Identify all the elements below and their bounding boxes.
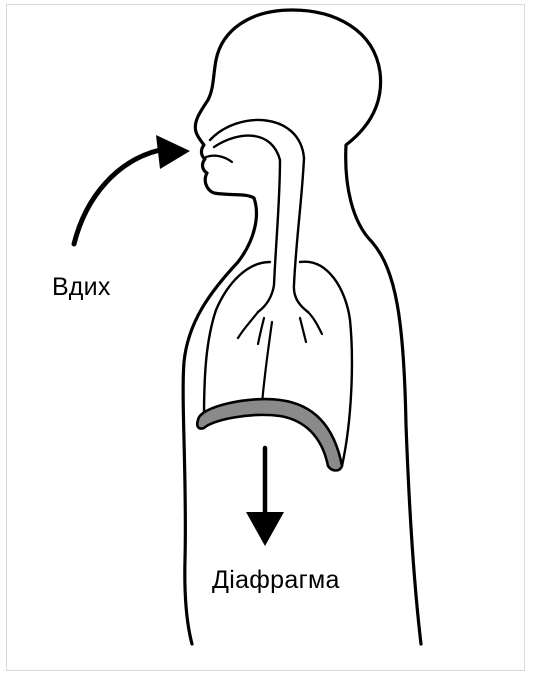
inhale-arrow-shaft: [74, 150, 160, 244]
bronchus-left: [238, 312, 258, 338]
trachea-right: [294, 158, 308, 312]
diaphragm-arrow-head: [246, 512, 284, 546]
oral-airway: [210, 120, 304, 158]
bronchus-left-branch: [258, 318, 264, 344]
lung-divider: [262, 322, 272, 404]
diaphragm-label: Діафрагма: [212, 566, 340, 595]
left-lung: [204, 262, 270, 418]
inhale-arrow-head: [156, 135, 190, 169]
mouth-line: [206, 156, 232, 162]
airway-upper: [214, 136, 280, 160]
bronchus-right-branch: [300, 318, 306, 342]
inhale-label: Вдих: [52, 273, 111, 302]
bronchus-right: [308, 312, 322, 334]
diaphragm: [197, 399, 342, 470]
trachea-left: [258, 160, 280, 312]
